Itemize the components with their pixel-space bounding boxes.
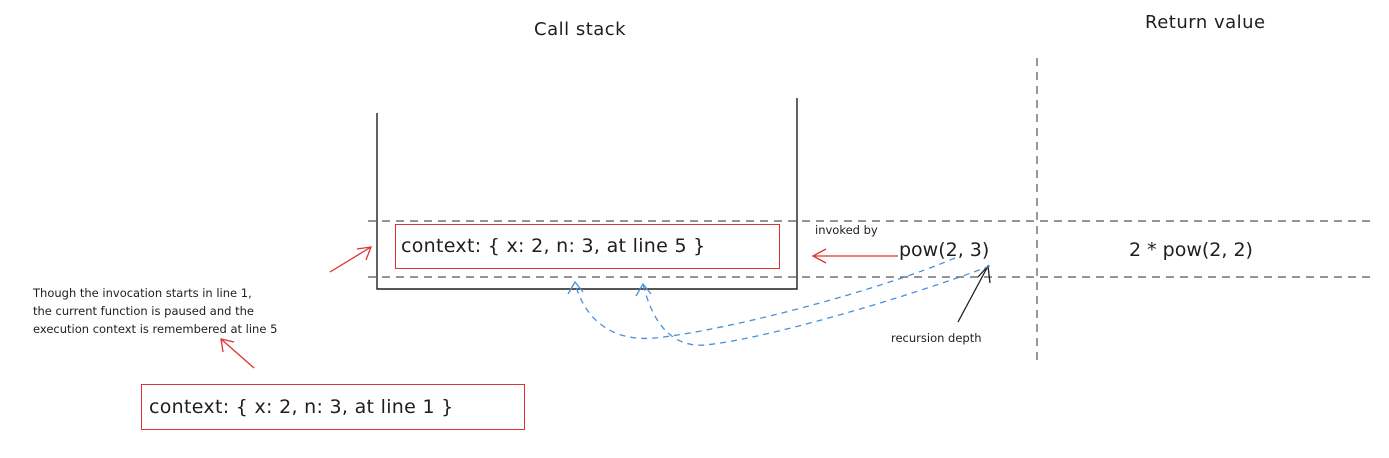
link-arg-n [635, 265, 991, 346]
invoked-by-arrow [811, 248, 898, 264]
invocation-note: Though the invocation starts in line 1, … [33, 286, 278, 336]
current-context-frame [395, 224, 780, 269]
call-stack-heading: Call stack [534, 19, 627, 40]
call-expression: pow(2, 3) [899, 239, 990, 261]
link-arg-x [567, 257, 956, 340]
return-value-heading: Return value [1145, 12, 1266, 33]
note-arrow-up [329, 246, 373, 273]
recursion-depth-arrow [957, 264, 991, 323]
invoked-by-label: invoked by [815, 223, 878, 237]
first-context-frame [141, 384, 525, 430]
first-context-label: context: { x: 2, n: 3, at line 1 } [149, 396, 454, 418]
stack-container [376, 98, 798, 290]
recursion-depth-label: recursion depth [891, 331, 982, 345]
return-expression: 2 * pow(2, 2) [1129, 239, 1253, 261]
current-context-label: context: { x: 2, n: 3, at line 5 } [401, 235, 706, 257]
note-arrow-down [220, 338, 255, 369]
